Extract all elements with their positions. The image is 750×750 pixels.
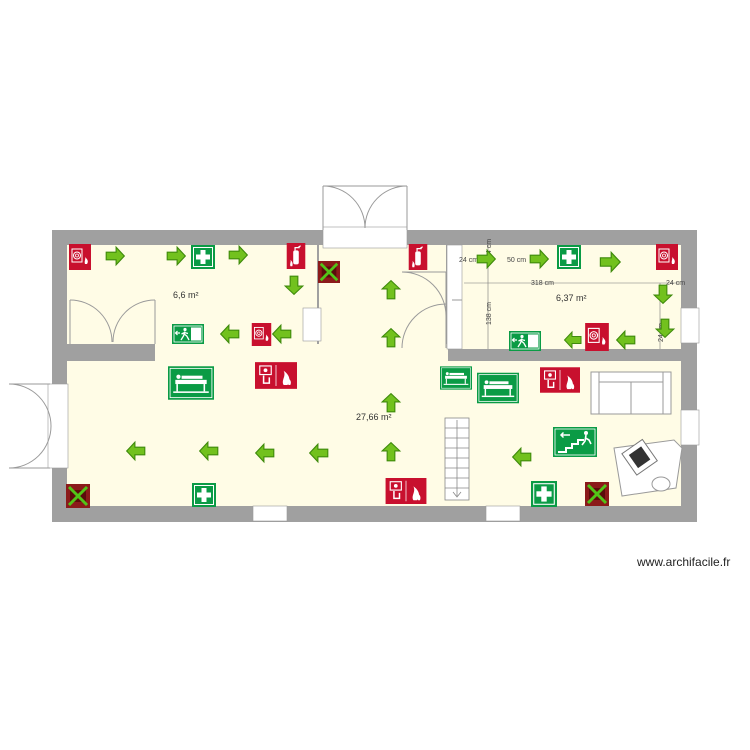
fire-extinguisher-icon (286, 243, 306, 269)
room-area-left: 6,6 m² (173, 290, 199, 300)
fire-hose-icon (384, 478, 428, 504)
fire-alarm-icon (540, 366, 580, 394)
room-area-right: 6,37 m² (556, 293, 587, 303)
dimension-top-24: 24 cm (486, 239, 493, 258)
fire-hose-icon (68, 244, 92, 270)
site-credit[interactable]: www.archifacile.fr (637, 555, 731, 569)
door-swings (8, 185, 462, 469)
corner-desk (613, 438, 683, 497)
fire-alarm-icon (584, 323, 610, 351)
staircase (444, 417, 470, 501)
room-area-main: 27,66 m² (356, 412, 392, 422)
dimension-height: 138 cm (486, 302, 493, 325)
fire-alarm-icon (255, 362, 297, 389)
dimension-left-24: 24 cm (459, 257, 478, 264)
dimension-mid-50: 50 cm (507, 257, 526, 264)
stretcher-icon (440, 366, 472, 390)
first-aid-cross-icon (531, 481, 557, 507)
stretcher-icon (168, 365, 214, 401)
fire-extinguisher-icon (408, 244, 428, 270)
wall-openings (47, 226, 700, 522)
emergency-exit-icon (509, 331, 541, 351)
first-aid-cross-icon (192, 483, 216, 507)
stair-exit-icon (553, 427, 597, 457)
sofa (590, 371, 672, 415)
fire-hose-icon (655, 244, 679, 270)
no-exit-icon (585, 482, 609, 506)
dimension-right-24: 24 cm (666, 280, 685, 287)
stretcher-icon (477, 372, 519, 404)
no-exit-icon (318, 261, 340, 283)
fire-alarm-icon (251, 323, 272, 346)
first-aid-cross-icon (557, 245, 581, 269)
walls (52, 230, 697, 522)
no-exit-icon (66, 484, 90, 508)
dimension-width: 318 cm (531, 280, 554, 287)
emergency-exit-icon (172, 324, 204, 344)
first-aid-cross-icon (191, 245, 215, 269)
